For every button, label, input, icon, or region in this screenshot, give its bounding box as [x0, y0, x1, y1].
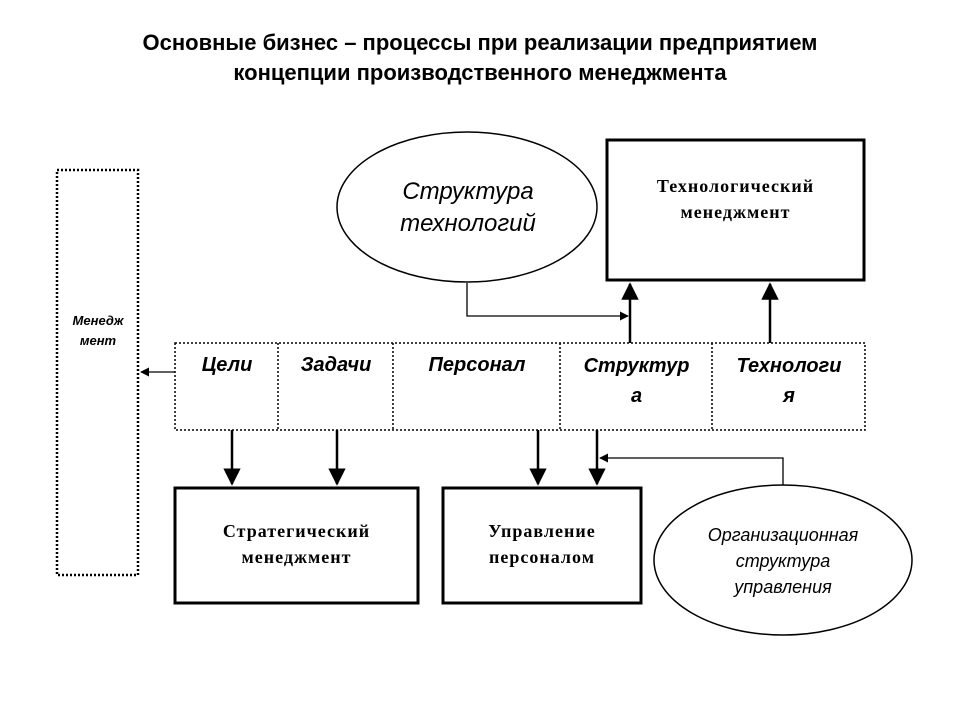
structure-of-technologies-line-2: технологий: [400, 210, 536, 237]
diagram-title-line-2: концепции производственного менеджмента: [233, 60, 727, 85]
strategic-management-box: [173, 486, 420, 605]
personnel-management-label: Управление персоналом: [446, 517, 638, 571]
structure-of-technologies-oval: [336, 131, 598, 283]
arrow-oval-to-structure: [466, 283, 629, 321]
arrow-org-oval-to-structure: [599, 453, 784, 485]
org-structure-line-2: структура: [735, 551, 831, 571]
management-side-line-2: мент: [79, 333, 117, 348]
technological-management-line-1: Технологический: [656, 176, 815, 196]
central-row: [174, 342, 866, 431]
cell-tasks-label: Задачи: [300, 354, 372, 376]
cell-technology: Технологи я: [714, 350, 864, 412]
strategic-management-line-1: Стратегический: [222, 521, 371, 541]
personnel-management-box: [441, 486, 643, 605]
org-structure-line-1: Организационная: [707, 525, 859, 545]
connector-arrows: [140, 282, 784, 486]
management-side-box: [55, 168, 140, 577]
structure-of-technologies-line-1: Структура: [402, 178, 534, 205]
management-side-line-1: Менедж: [72, 313, 124, 328]
cell-structure-line-1: Структур: [583, 355, 690, 377]
personnel-management-line-1: Управление: [488, 521, 596, 541]
cell-structure-line-2: а: [630, 385, 643, 407]
diagram-title-line-1: Основные бизнес – процессы при реализаци…: [142, 30, 818, 55]
technological-management-box: [605, 138, 866, 282]
management-side-label: Менедж мент: [60, 310, 136, 352]
cell-goals: Цели: [177, 350, 277, 380]
cell-technology-line-2: я: [783, 385, 795, 407]
personnel-management-line-2: персоналом: [489, 547, 595, 567]
cell-goals-label: Цели: [201, 354, 253, 376]
technological-management-label: Технологический менеджмент: [610, 172, 861, 226]
technological-management-line-2: менеджмент: [680, 202, 791, 222]
cell-structure: Структур а: [562, 350, 711, 412]
cell-technology-line-1: Технологи: [736, 355, 842, 377]
strategic-management-line-2: менеджмент: [241, 547, 352, 567]
cell-tasks: Задачи: [280, 350, 392, 380]
structure-of-technologies-label: Структура технологий: [370, 175, 566, 241]
cell-personnel: Персонал: [395, 350, 559, 380]
org-structure-line-3: управления: [734, 577, 832, 597]
strategic-management-label: Стратегический менеджмент: [178, 517, 415, 571]
cell-personnel-label: Персонал: [428, 354, 526, 376]
org-structure-label: Организационная структура управления: [670, 521, 896, 601]
